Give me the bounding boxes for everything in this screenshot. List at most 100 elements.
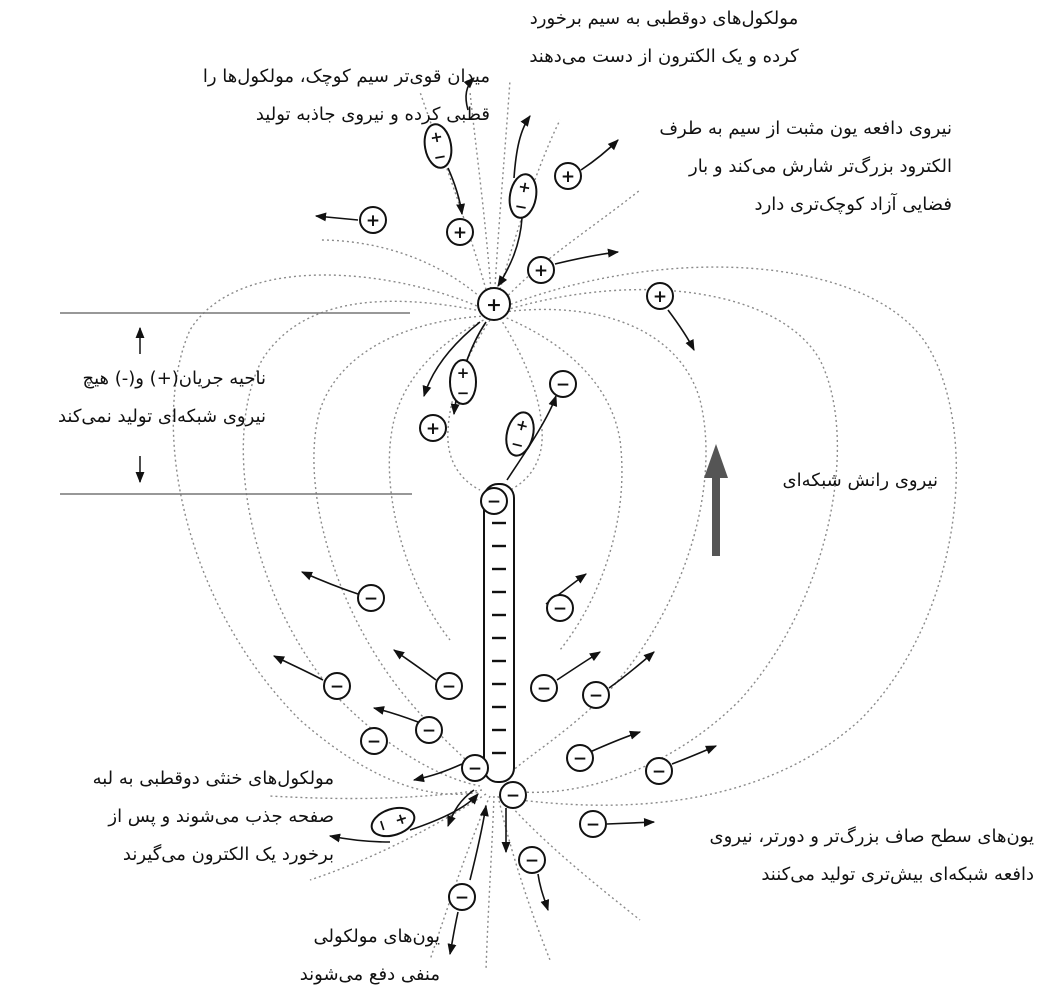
dipole-ellipse	[508, 173, 538, 219]
dipole-sign: −	[372, 817, 393, 835]
ion-circle	[582, 681, 610, 709]
wire-sign: +	[486, 294, 502, 316]
positive-ion: +	[646, 282, 674, 310]
motion-arrow	[272, 655, 324, 681]
field-line	[319, 239, 489, 305]
ions-and-dipoles: ++++++−−−−−−−−−−−−−−−−−+−+−+−+−+−	[323, 123, 674, 911]
ion-circle	[527, 256, 555, 284]
positive-ion: +	[446, 218, 474, 246]
ion-sign: +	[653, 287, 667, 307]
motion-arrow	[372, 706, 419, 723]
negative-ion: −	[448, 883, 476, 911]
negative-ion: −	[579, 810, 607, 838]
dipole-sign: +	[517, 177, 533, 197]
dipole-sign: −	[509, 434, 526, 455]
negative-ion: −	[323, 672, 351, 700]
ion-circle	[554, 162, 582, 190]
ion-sign: +	[534, 261, 548, 281]
field-line	[269, 789, 483, 800]
dipole-ellipse	[423, 123, 453, 169]
motion-arrow	[314, 212, 359, 222]
ion-sign: −	[525, 851, 539, 871]
field-line	[497, 795, 551, 961]
net-thrust-arrow	[704, 444, 728, 556]
negative-ion: −	[549, 370, 577, 398]
motion-arrow	[667, 309, 695, 352]
field-line	[429, 795, 491, 961]
motion-arrow	[537, 873, 550, 912]
negative-ion: −	[415, 716, 443, 744]
field-line	[505, 288, 839, 794]
dipole-molecule: +−	[508, 173, 538, 219]
label-repulsive-force: نیروی دافعه یون مثبت از سیم به طرف الکتر…	[659, 118, 952, 215]
negative-ion: −	[461, 754, 489, 782]
ion-sign: −	[537, 679, 551, 699]
field-line	[501, 315, 623, 651]
ion-circle	[360, 727, 388, 755]
dipole-molecule: +−	[423, 123, 453, 169]
ion-circle	[549, 370, 577, 398]
ion-circle	[419, 414, 447, 442]
label-dipole-collide: مولکول‌های دوقطبی به سیم برخورد کرده و ی…	[529, 8, 799, 67]
negative-ion: −	[582, 681, 610, 709]
dipole-molecule: +−	[370, 806, 416, 838]
positive-ion: +	[554, 162, 582, 190]
field-line	[172, 274, 487, 796]
negative-ion: −	[518, 846, 546, 874]
label-flat-surface-ions: یون‌های سطح صاف بزرگ‌تر و دورتر، نیروی د…	[709, 826, 1034, 885]
motion-arrow	[300, 571, 359, 595]
ion-sign: +	[366, 211, 380, 231]
ion-circle	[530, 674, 558, 702]
ion-circle	[448, 883, 476, 911]
ion-circle	[546, 594, 574, 622]
ion-circle	[566, 744, 594, 772]
field-line	[469, 91, 493, 305]
current-region-markers	[60, 312, 412, 495]
ion-sign: −	[330, 677, 344, 697]
motion-arrow	[393, 649, 437, 681]
motion-arrow	[463, 77, 475, 111]
ion-sign: −	[468, 759, 482, 779]
positive-ion: +	[419, 414, 447, 442]
field-line	[505, 266, 957, 806]
thin-wire-electrode: +	[477, 287, 511, 321]
motion-arrow	[589, 730, 642, 753]
motion-arrow	[556, 651, 601, 681]
ion-sign: −	[556, 375, 570, 395]
field-line	[493, 79, 511, 305]
negative-ion: −	[566, 744, 594, 772]
ion-sign: −	[442, 677, 456, 697]
label-strong-field: میدان قوی‌تر سیم کوچک، مولکول‌ها را قطبی…	[202, 66, 490, 125]
dipole-sign: +	[429, 127, 445, 147]
flat-electrode-plate	[483, 483, 515, 783]
dipole-molecule: +−	[449, 359, 477, 405]
negative-ion: −	[360, 727, 388, 755]
ion-sign: −	[586, 815, 600, 835]
motion-arrow	[506, 394, 558, 481]
ion-circle	[446, 218, 474, 246]
negative-ion: −	[530, 674, 558, 702]
motion-arrow	[497, 217, 523, 287]
motion-arrow	[671, 745, 718, 765]
ion-circle	[645, 757, 673, 785]
dipole-sign: +	[391, 810, 412, 828]
field-line	[501, 795, 641, 921]
ion-sign: −	[487, 492, 501, 512]
ion-sign: −	[573, 749, 587, 769]
ion-circle	[518, 846, 546, 874]
dipole-sign: −	[513, 197, 529, 217]
positive-ion: +	[527, 256, 555, 284]
ion-sign: −	[589, 686, 603, 706]
motion-arrow	[447, 789, 475, 828]
negative-ion: −	[645, 757, 673, 785]
ion-sign: +	[561, 167, 575, 187]
ion-circle	[499, 781, 527, 809]
negative-ion: −	[435, 672, 463, 700]
ion-circle	[357, 584, 385, 612]
negative-ion: −	[499, 781, 527, 809]
ion-circle	[323, 672, 351, 700]
label-molecular-ions: یون‌های مولکولی منفی دفع می‌شوند	[299, 926, 440, 985]
dipole-ellipse	[505, 411, 535, 457]
